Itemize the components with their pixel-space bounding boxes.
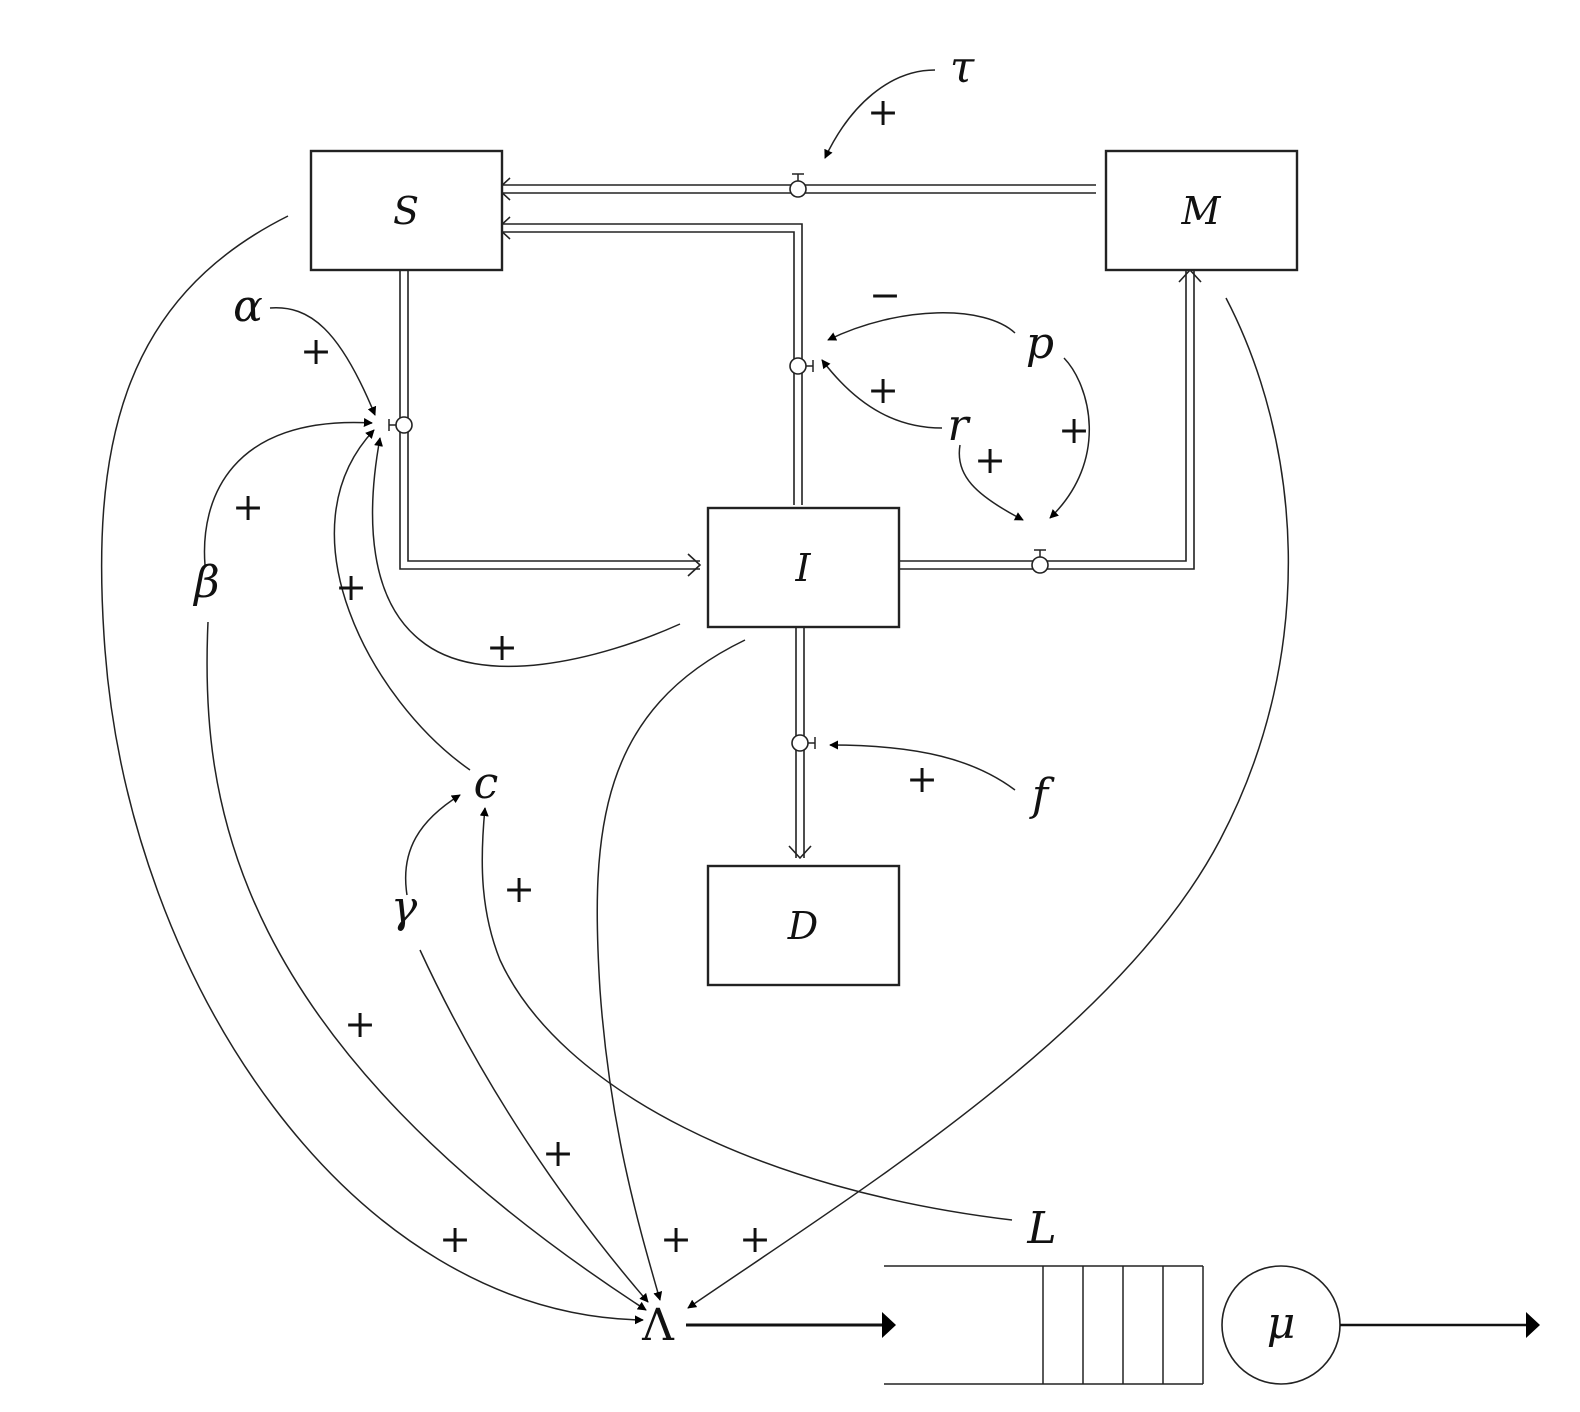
param-l: L	[1026, 1203, 1056, 1254]
valve-s-i	[388, 416, 413, 434]
arrow-f-to-death	[829, 740, 1016, 791]
arrow-alpha-to-infection	[269, 307, 377, 416]
queue-slots	[1042, 1266, 1164, 1384]
arrow-p-to-recovery	[827, 312, 1016, 341]
sign-alpha-infection: +	[300, 329, 332, 373]
compartment-m: M	[1104, 149, 1299, 272]
compartment-d-label: D	[787, 904, 818, 948]
valve-i-d	[791, 734, 816, 752]
param-alpha: α	[233, 281, 263, 332]
sign-p-recovery: −	[869, 273, 901, 317]
sign-tau-flow: +	[867, 90, 899, 134]
arrow-i-to-lambda	[596, 639, 746, 1301]
arrow-beta-to-infection	[203, 418, 373, 566]
sign-r-recovery: +	[867, 368, 899, 412]
param-c: c	[474, 758, 499, 809]
param-r: r	[947, 400, 971, 451]
queue: μ	[686, 1265, 1540, 1385]
param-gamma: γ	[391, 882, 418, 933]
valve-i-m	[1031, 549, 1049, 574]
sign-p-treatment: +	[1058, 408, 1090, 452]
sign-s-lambda: +	[439, 1217, 471, 1261]
arrow-m-to-lambda	[687, 297, 1290, 1309]
arrow-p-to-treatment	[1049, 357, 1091, 519]
arrow-c-to-infection	[333, 429, 471, 771]
valve-m-s	[789, 173, 807, 198]
param-f: f	[1029, 770, 1055, 821]
arrow-r-to-recovery	[821, 359, 943, 429]
sign-i-lambda: +	[739, 1217, 771, 1261]
param-lambda: Λ	[641, 1300, 675, 1351]
arrow-r-to-treatment	[958, 444, 1024, 521]
sign-gamma-lambda: +	[660, 1217, 692, 1261]
compartment-s-label: S	[393, 189, 419, 233]
arrow-gamma-to-lambda	[419, 949, 649, 1303]
compartment-i: I	[706, 506, 901, 629]
flow-i-to-s	[496, 216, 803, 505]
sign-i-infection: +	[486, 625, 518, 669]
arrow-gamma-to-c	[404, 794, 461, 896]
flow-s-to-i	[399, 268, 702, 577]
compartment-m-label: M	[1181, 189, 1222, 233]
param-p: p	[1026, 318, 1054, 369]
flow-i-to-m	[894, 268, 1202, 570]
arrow-lambda-to-queue-head	[882, 1312, 896, 1338]
server-label: μ	[1267, 1298, 1296, 1349]
param-tau: τ	[950, 42, 975, 93]
sign-f-death: +	[906, 757, 938, 801]
sign-beta-infection: +	[232, 485, 264, 529]
sign-r-treatment: +	[974, 438, 1006, 482]
sign-gamma-c: +	[503, 867, 535, 911]
server: μ	[1221, 1265, 1341, 1385]
compartment-s: S	[309, 149, 504, 272]
sign-beta-lambda: +	[344, 1002, 376, 1046]
sign-c-infection: +	[335, 565, 367, 609]
arrow-l-to-c	[479, 807, 1013, 1221]
arrow-tau-to-valve	[824, 69, 936, 159]
compartment-i-label: I	[794, 546, 811, 590]
arrow-beta-to-lambda	[206, 621, 647, 1311]
arrow-server-out-head	[1526, 1312, 1540, 1338]
arrow-s-to-lambda	[100, 215, 644, 1325]
param-beta: β	[192, 557, 219, 608]
arrow-i-to-infection	[371, 437, 681, 668]
valve-i-s	[789, 357, 814, 375]
compartment-d: D	[706, 864, 901, 987]
sign-l-c: +	[542, 1131, 574, 1175]
